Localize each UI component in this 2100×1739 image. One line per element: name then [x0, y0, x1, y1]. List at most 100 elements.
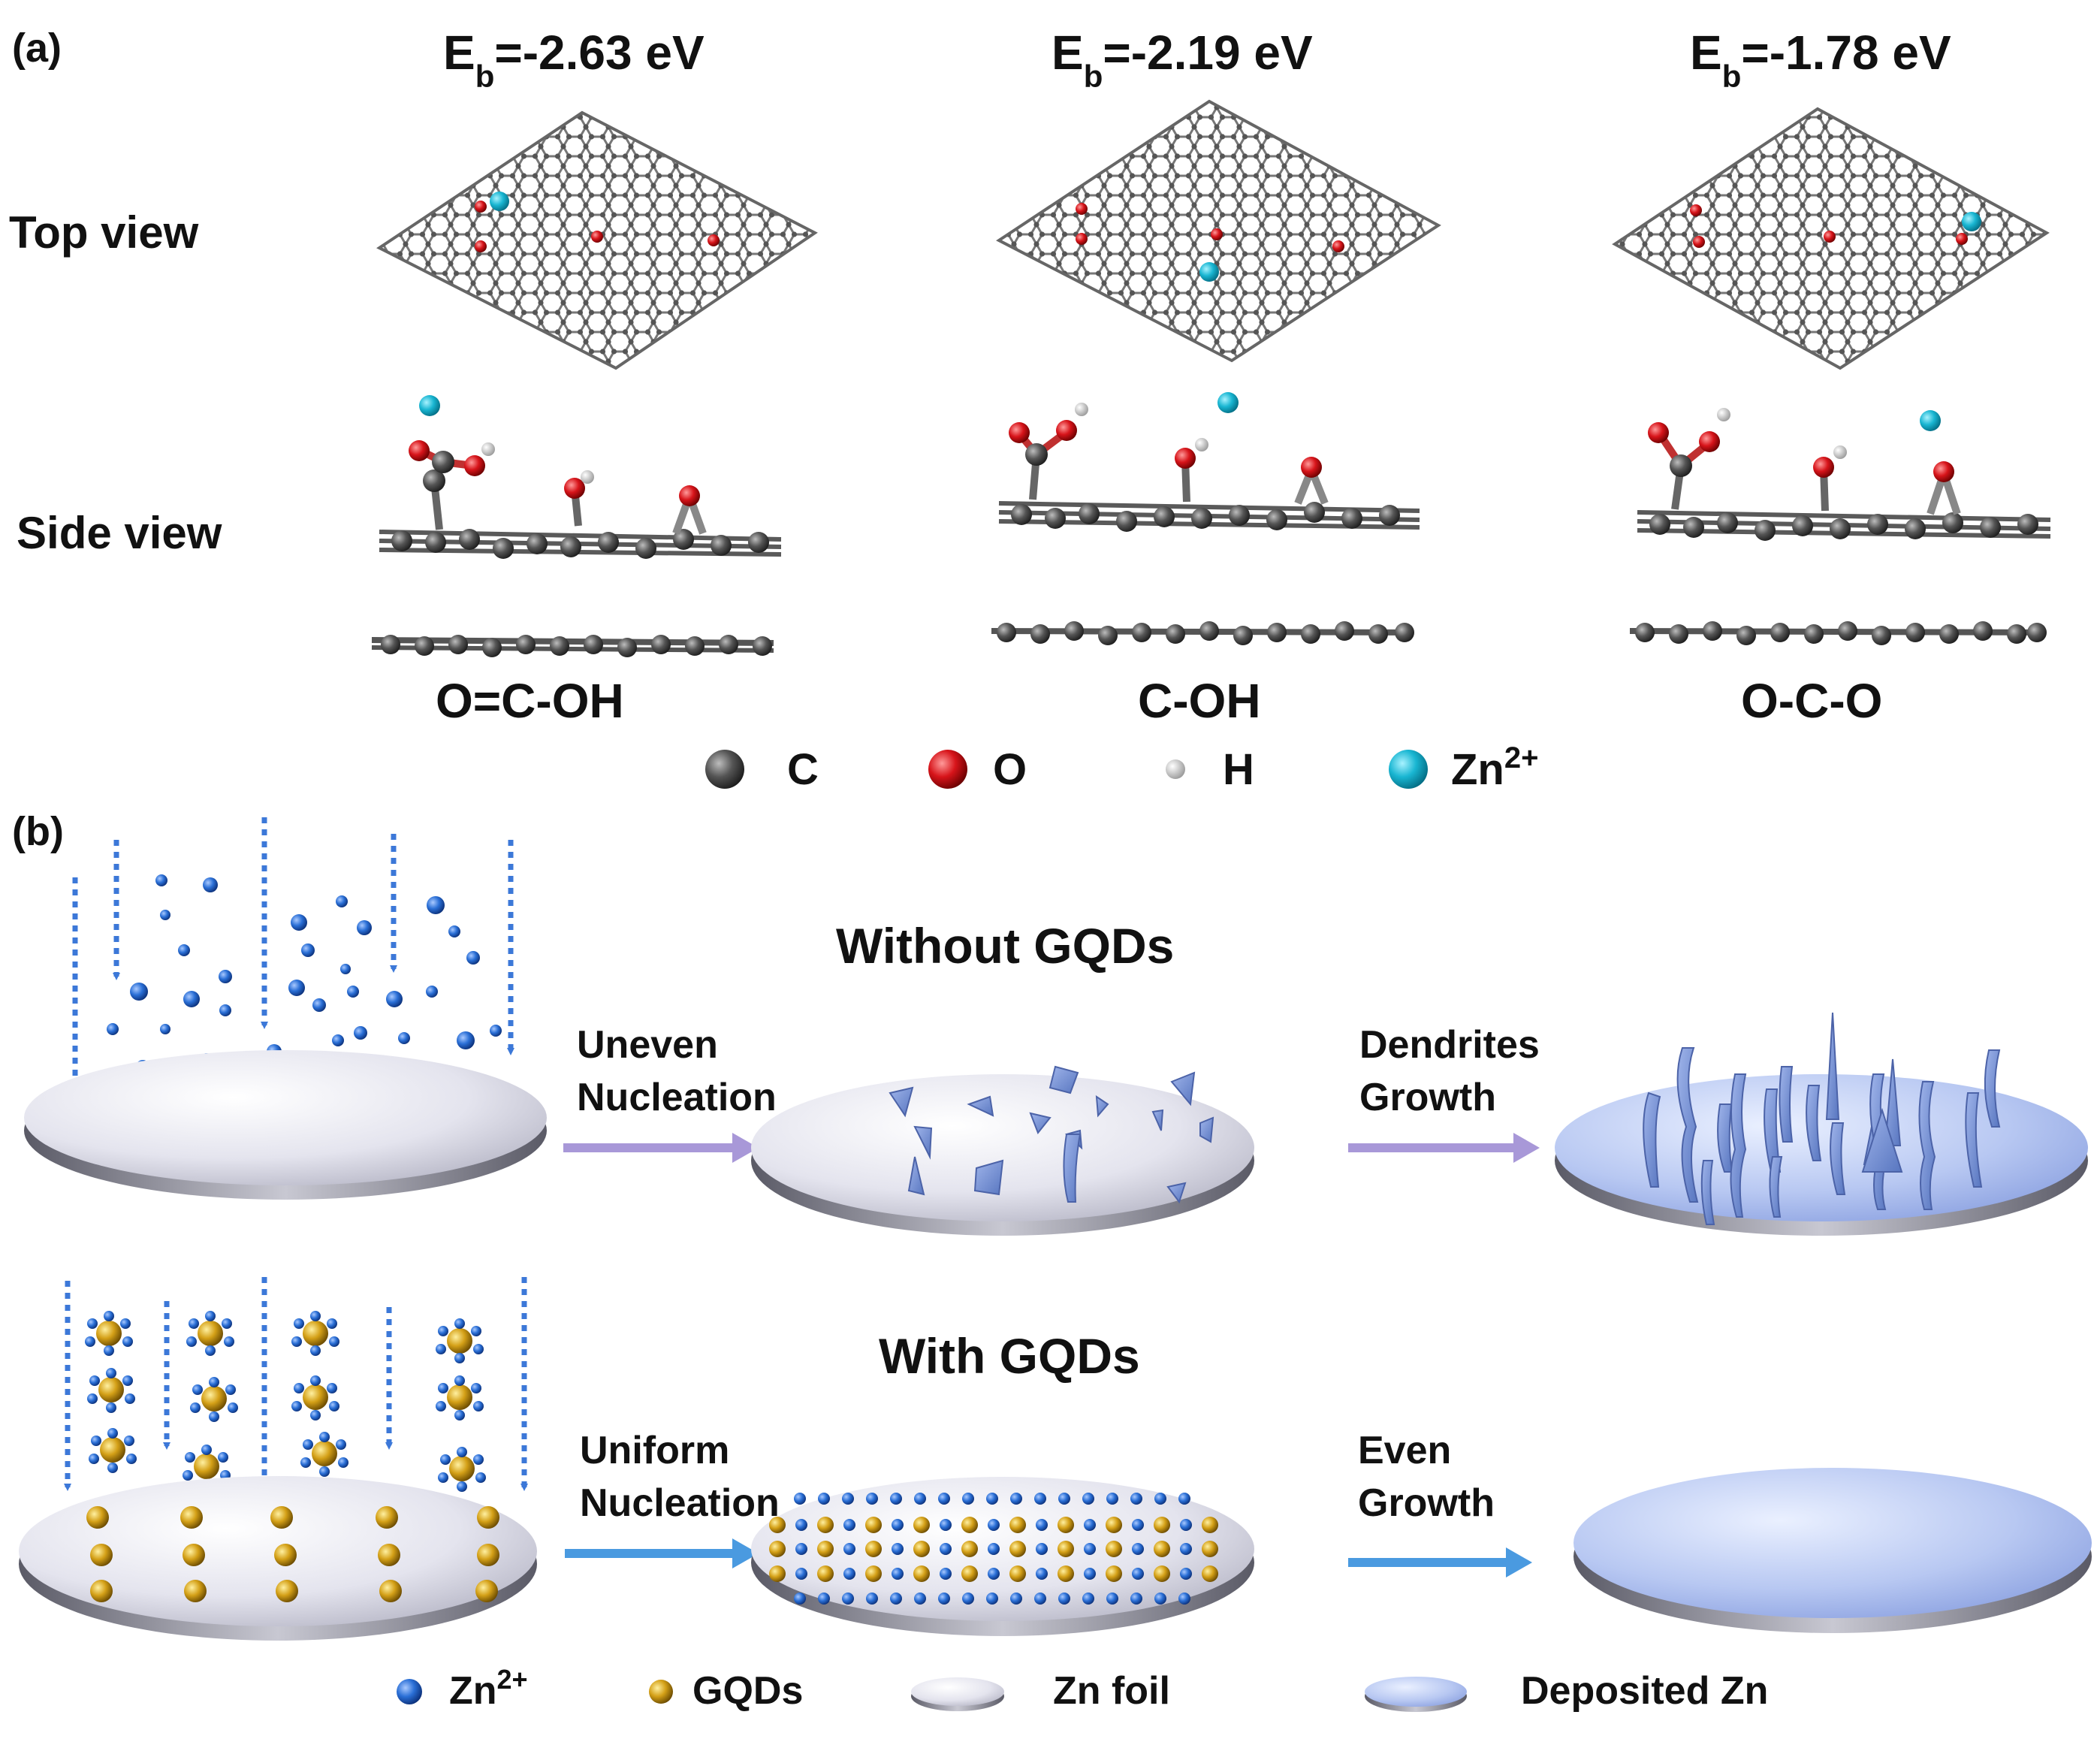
label-even: Even	[1358, 1429, 1451, 1472]
zn-ion-dot	[1106, 1593, 1118, 1605]
gqd-dot	[1106, 1541, 1122, 1557]
gqd-dot	[1009, 1565, 1026, 1582]
zn-foil-uneven-nuclei	[751, 1065, 1254, 1236]
gqd-dot	[913, 1517, 930, 1533]
legend-zn-ion-label: Zn2+	[449, 1664, 528, 1713]
gqd-dot	[1106, 1565, 1122, 1582]
side-view-oc-oh	[371, 395, 782, 657]
o-atom	[1076, 203, 1088, 215]
gqd-dot	[1202, 1517, 1218, 1533]
o-atom	[475, 201, 487, 213]
legend-hydrogen-swatch	[1166, 759, 1185, 779]
title-without-gqds: Without GQDs	[836, 918, 1174, 974]
zn-dendrites	[1643, 1012, 2001, 1225]
zn-ion-dot	[988, 1543, 1000, 1555]
legend-hydrogen-label: H	[1223, 745, 1254, 794]
zn-foil-bare	[24, 1050, 547, 1200]
zn-ion-dot	[988, 1519, 1000, 1531]
zn-ion-dot	[795, 1568, 807, 1580]
group-label-o-c-o: O-C-O	[1741, 674, 1882, 728]
o-atom	[1690, 204, 1702, 216]
zn-ion-dot	[940, 1519, 952, 1531]
gqd-dot	[769, 1541, 786, 1557]
zn-ion-dot	[1010, 1493, 1022, 1505]
zn-ion-dot	[914, 1493, 926, 1505]
zn-atom	[1199, 262, 1219, 282]
side-view-c-oh	[991, 392, 1420, 645]
zn-ion-dot	[1034, 1593, 1046, 1605]
zn-ion-dot	[890, 1493, 902, 1505]
label-nucleation-1: Nucleation	[577, 1076, 777, 1119]
zn-atom	[1920, 410, 1941, 431]
zn-atom	[1962, 212, 1981, 231]
label-uneven: Uneven	[577, 1023, 718, 1067]
legend-gqds-swatch	[649, 1680, 673, 1704]
zn-ion-dot	[962, 1593, 974, 1605]
ion-flux-arrows-bottom	[64, 1277, 528, 1495]
atom-legend: C O H Zn2+	[705, 741, 1538, 794]
zn-ion-dot	[1178, 1493, 1190, 1505]
zn-ion-dot	[986, 1493, 998, 1505]
zn-ion-dot	[986, 1593, 998, 1605]
legend-carbon-swatch	[705, 750, 744, 789]
carbon-atoms-lower	[1635, 621, 2047, 645]
zn-ion-dot	[892, 1543, 904, 1555]
gqd-dot	[1202, 1541, 1218, 1557]
top-view-oc-oh	[376, 110, 818, 370]
zn-ion-dot	[1036, 1519, 1048, 1531]
gqd-dot	[913, 1541, 930, 1557]
label-growth-1: Growth	[1359, 1076, 1496, 1119]
zn-ion-dot	[1130, 1493, 1142, 1505]
label-dendrites: Dendrites	[1359, 1023, 1540, 1067]
zn-ion-dot	[890, 1593, 902, 1605]
gqd-dot	[1154, 1565, 1170, 1582]
o-atom	[1076, 233, 1088, 245]
legend-zinc-label: Zn2+	[1451, 741, 1538, 794]
carbon-atoms-lower	[381, 635, 772, 657]
o-atom	[591, 231, 603, 243]
panel-b-label: (b)	[12, 809, 64, 854]
gqd-dot	[1154, 1541, 1170, 1557]
gqd-dot	[1154, 1517, 1170, 1533]
zn-ion-dot	[1132, 1519, 1144, 1531]
gqd-cluster	[436, 1318, 484, 1363]
gqd-dot	[1202, 1565, 1218, 1582]
zn-ion-dot	[842, 1593, 854, 1605]
zn-ion-dot	[1058, 1493, 1070, 1505]
zn-ion-dot	[1084, 1543, 1096, 1555]
zn-ion-dot	[843, 1519, 855, 1531]
gqds-on-foil	[86, 1506, 499, 1602]
zn-ion-dot	[892, 1568, 904, 1580]
gqd-dot	[1058, 1541, 1074, 1557]
zn-ion-dot	[1132, 1568, 1144, 1580]
zn-ion-dot	[1180, 1519, 1192, 1531]
process-legend: Zn2+ GQDs Zn foil Deposited Zn	[397, 1664, 1768, 1713]
zn-ion-dot	[1082, 1493, 1094, 1505]
gqd-dot	[865, 1517, 882, 1533]
gqd-dot	[1058, 1517, 1074, 1533]
gqd-dot	[817, 1517, 834, 1533]
eb-label-o-c-o: Eb=-1.78 eV	[1690, 26, 1951, 94]
gqd-dot	[817, 1541, 834, 1557]
panel-a: (a) Top view Side view Eb=-2.63 eV Eb=-2…	[9, 26, 2051, 794]
ion-flux-arrows-top	[71, 817, 514, 1089]
zn-ion-dot	[1036, 1568, 1048, 1580]
zn-ion-dot	[1180, 1568, 1192, 1580]
zn-ion-dot	[794, 1493, 806, 1505]
zn-ion-dot	[938, 1493, 950, 1505]
gqd-cluster	[291, 1375, 339, 1420]
zn-ion-dot	[1036, 1543, 1048, 1555]
o-atom	[1956, 233, 1968, 245]
zn-ion-dot	[842, 1493, 854, 1505]
zn-ion-dot	[843, 1543, 855, 1555]
zn-ion-dot	[1084, 1519, 1096, 1531]
group-label-oc-oh: O=C-OH	[436, 674, 624, 728]
gqd-cluster	[190, 1377, 238, 1422]
legend-carbon-label: C	[787, 745, 819, 794]
carbon-atoms-lower	[997, 621, 1414, 645]
carbon-atoms-upper	[391, 529, 769, 559]
gqd-dot	[769, 1565, 786, 1582]
zn-atom	[419, 395, 440, 416]
gqd-dot	[769, 1517, 786, 1533]
